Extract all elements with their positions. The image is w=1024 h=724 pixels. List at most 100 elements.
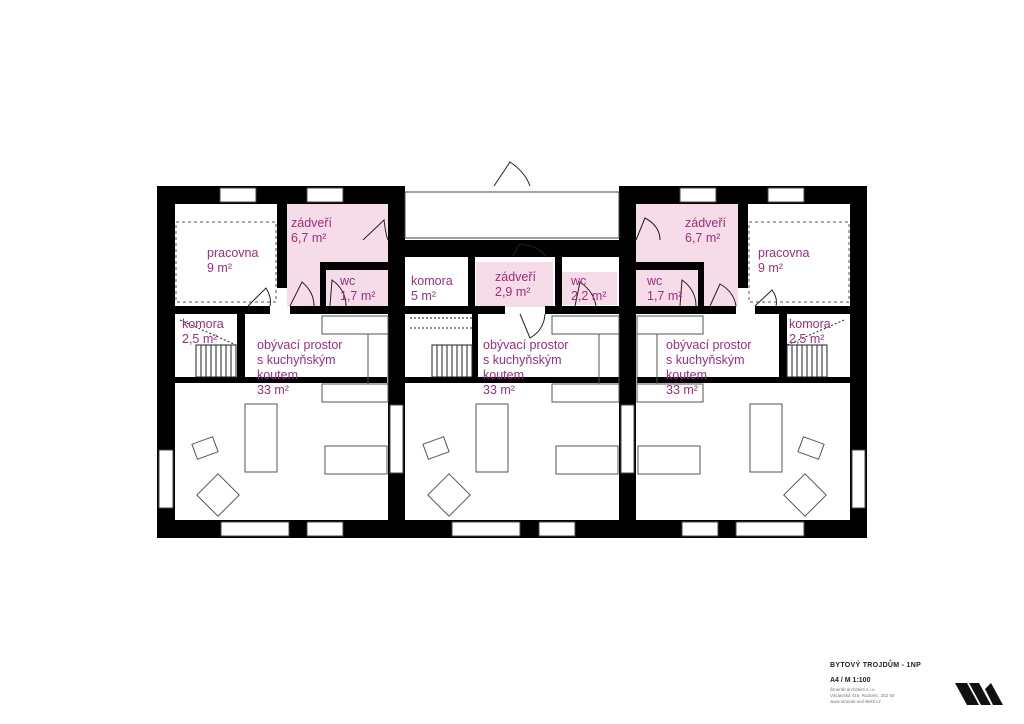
room-area: 2,5 m²	[789, 332, 825, 346]
window	[451, 521, 521, 537]
doors	[247, 161, 777, 339]
u3-wc-label: wc 1,7 m²	[647, 274, 682, 304]
room-area: 33 m²	[666, 383, 698, 397]
door-swing	[289, 281, 315, 307]
room-name: wc	[340, 274, 356, 288]
u1-stair-wall	[237, 314, 245, 379]
u3-pracovna-label: pracovna 9 m²	[758, 246, 809, 276]
u2-kitchen-counter	[551, 315, 620, 335]
drawing-scale: A4 / M 1:100	[830, 677, 871, 684]
main-entrance-door	[493, 161, 531, 187]
room-name: koutem	[257, 368, 298, 382]
wall-party-left	[388, 240, 405, 538]
room-name: zádveří	[495, 270, 536, 284]
window	[158, 449, 174, 509]
room-name: obývací prostor	[483, 338, 569, 352]
door-swing	[574, 281, 597, 307]
side-table	[422, 436, 450, 460]
u2-kitchen-island	[551, 383, 620, 403]
u1-wc-wall-v	[320, 262, 326, 307]
u3-living-label: obývací prostor s kuchyňským koutem 33 m…	[666, 338, 751, 398]
sofa	[475, 403, 509, 473]
room-area: 33 m²	[257, 383, 289, 397]
u1-wc-wall	[320, 262, 388, 270]
side-table	[191, 436, 219, 460]
window	[767, 187, 805, 203]
u3-inner-wall-v	[738, 204, 748, 288]
u3-kitchen-island	[636, 383, 704, 403]
office-logo-icon	[955, 683, 1003, 705]
furniture	[175, 221, 850, 517]
drawing-title: BYTOVÝ TROJDŮM - 1NP	[830, 662, 922, 669]
u1-pracovna-desk	[175, 221, 277, 303]
window	[681, 521, 719, 537]
stairs	[179, 317, 845, 378]
office-address: Václavská 416, Rudolec, 252 60	[830, 693, 895, 698]
sofa	[244, 403, 278, 473]
armchair	[427, 473, 471, 517]
window	[538, 521, 576, 537]
u1-wc-label: wc 1,7 m²	[340, 274, 375, 304]
u2-inner-wall-2	[545, 306, 619, 314]
room-name: koutem	[483, 368, 524, 382]
room-name: obývací prostor	[257, 338, 343, 352]
window	[389, 404, 404, 474]
window	[620, 404, 635, 474]
u1-kitchen-counter	[321, 315, 389, 335]
u1-zadveri-wall	[290, 306, 390, 314]
window	[306, 187, 344, 203]
room-area: 2,5 m²	[182, 332, 218, 346]
u3-zadveri-label: zádveří 6,7 m²	[685, 216, 726, 246]
room-name: s kuchyňským	[666, 353, 745, 367]
u1-kitchen-counter-v	[367, 333, 389, 385]
u2-kitchen-counter-v	[598, 333, 620, 385]
window	[735, 521, 805, 537]
room-area: 1,7 m²	[647, 289, 683, 303]
u1-inner-wall-h	[175, 306, 270, 314]
u3-stairs	[786, 319, 845, 378]
room-name: s kuchyňským	[257, 353, 336, 367]
u1-stairs	[179, 319, 237, 378]
room-name: komora	[182, 317, 224, 331]
entrance-canopy	[404, 191, 620, 239]
door-swing	[247, 287, 271, 307]
dining-table	[555, 445, 619, 475]
window	[219, 187, 257, 203]
u1-stair-wall-h	[175, 377, 387, 383]
window	[679, 187, 717, 203]
u3-stair-wall	[779, 314, 787, 379]
wall-top-left	[157, 186, 405, 204]
room-name: pracovna	[758, 246, 810, 260]
dining-table	[324, 445, 388, 475]
u1-inner-wall-v	[277, 204, 287, 288]
armchair	[196, 473, 240, 517]
window	[851, 449, 866, 509]
u2-inner-wall	[405, 306, 505, 314]
u3-kitchen-counter	[636, 315, 704, 335]
u2-komora-wall	[468, 257, 475, 307]
room-name: zádveří	[685, 216, 726, 230]
room-area: 2,9 m²	[495, 285, 531, 299]
door-swing	[511, 243, 547, 258]
room-name: obývací prostor	[666, 338, 752, 352]
office-name: Šmerák architekti s.r.o.	[830, 687, 876, 692]
wall-party-right	[619, 240, 636, 538]
u2-stairs	[410, 317, 473, 378]
sofa	[749, 403, 783, 473]
wall-entrance-right	[619, 186, 636, 246]
room-area: 6,7 m²	[291, 231, 327, 245]
pink-room-fills	[287, 204, 738, 307]
room-name: wc	[571, 274, 587, 288]
room-name: komora	[789, 317, 831, 331]
u3-stair-wall-h	[637, 377, 850, 383]
room-name: wc	[647, 274, 663, 288]
window	[220, 521, 290, 537]
u3-wc-wall-v	[698, 262, 704, 307]
room-name: s kuchyňským	[483, 353, 562, 367]
u3-wc-fill	[640, 272, 700, 305]
room-area: 2,2 m²	[571, 289, 607, 303]
room-area: 9 m²	[758, 261, 783, 275]
u1-pracovna-label: pracovna 9 m²	[207, 246, 258, 276]
room-name: pracovna	[207, 246, 259, 260]
